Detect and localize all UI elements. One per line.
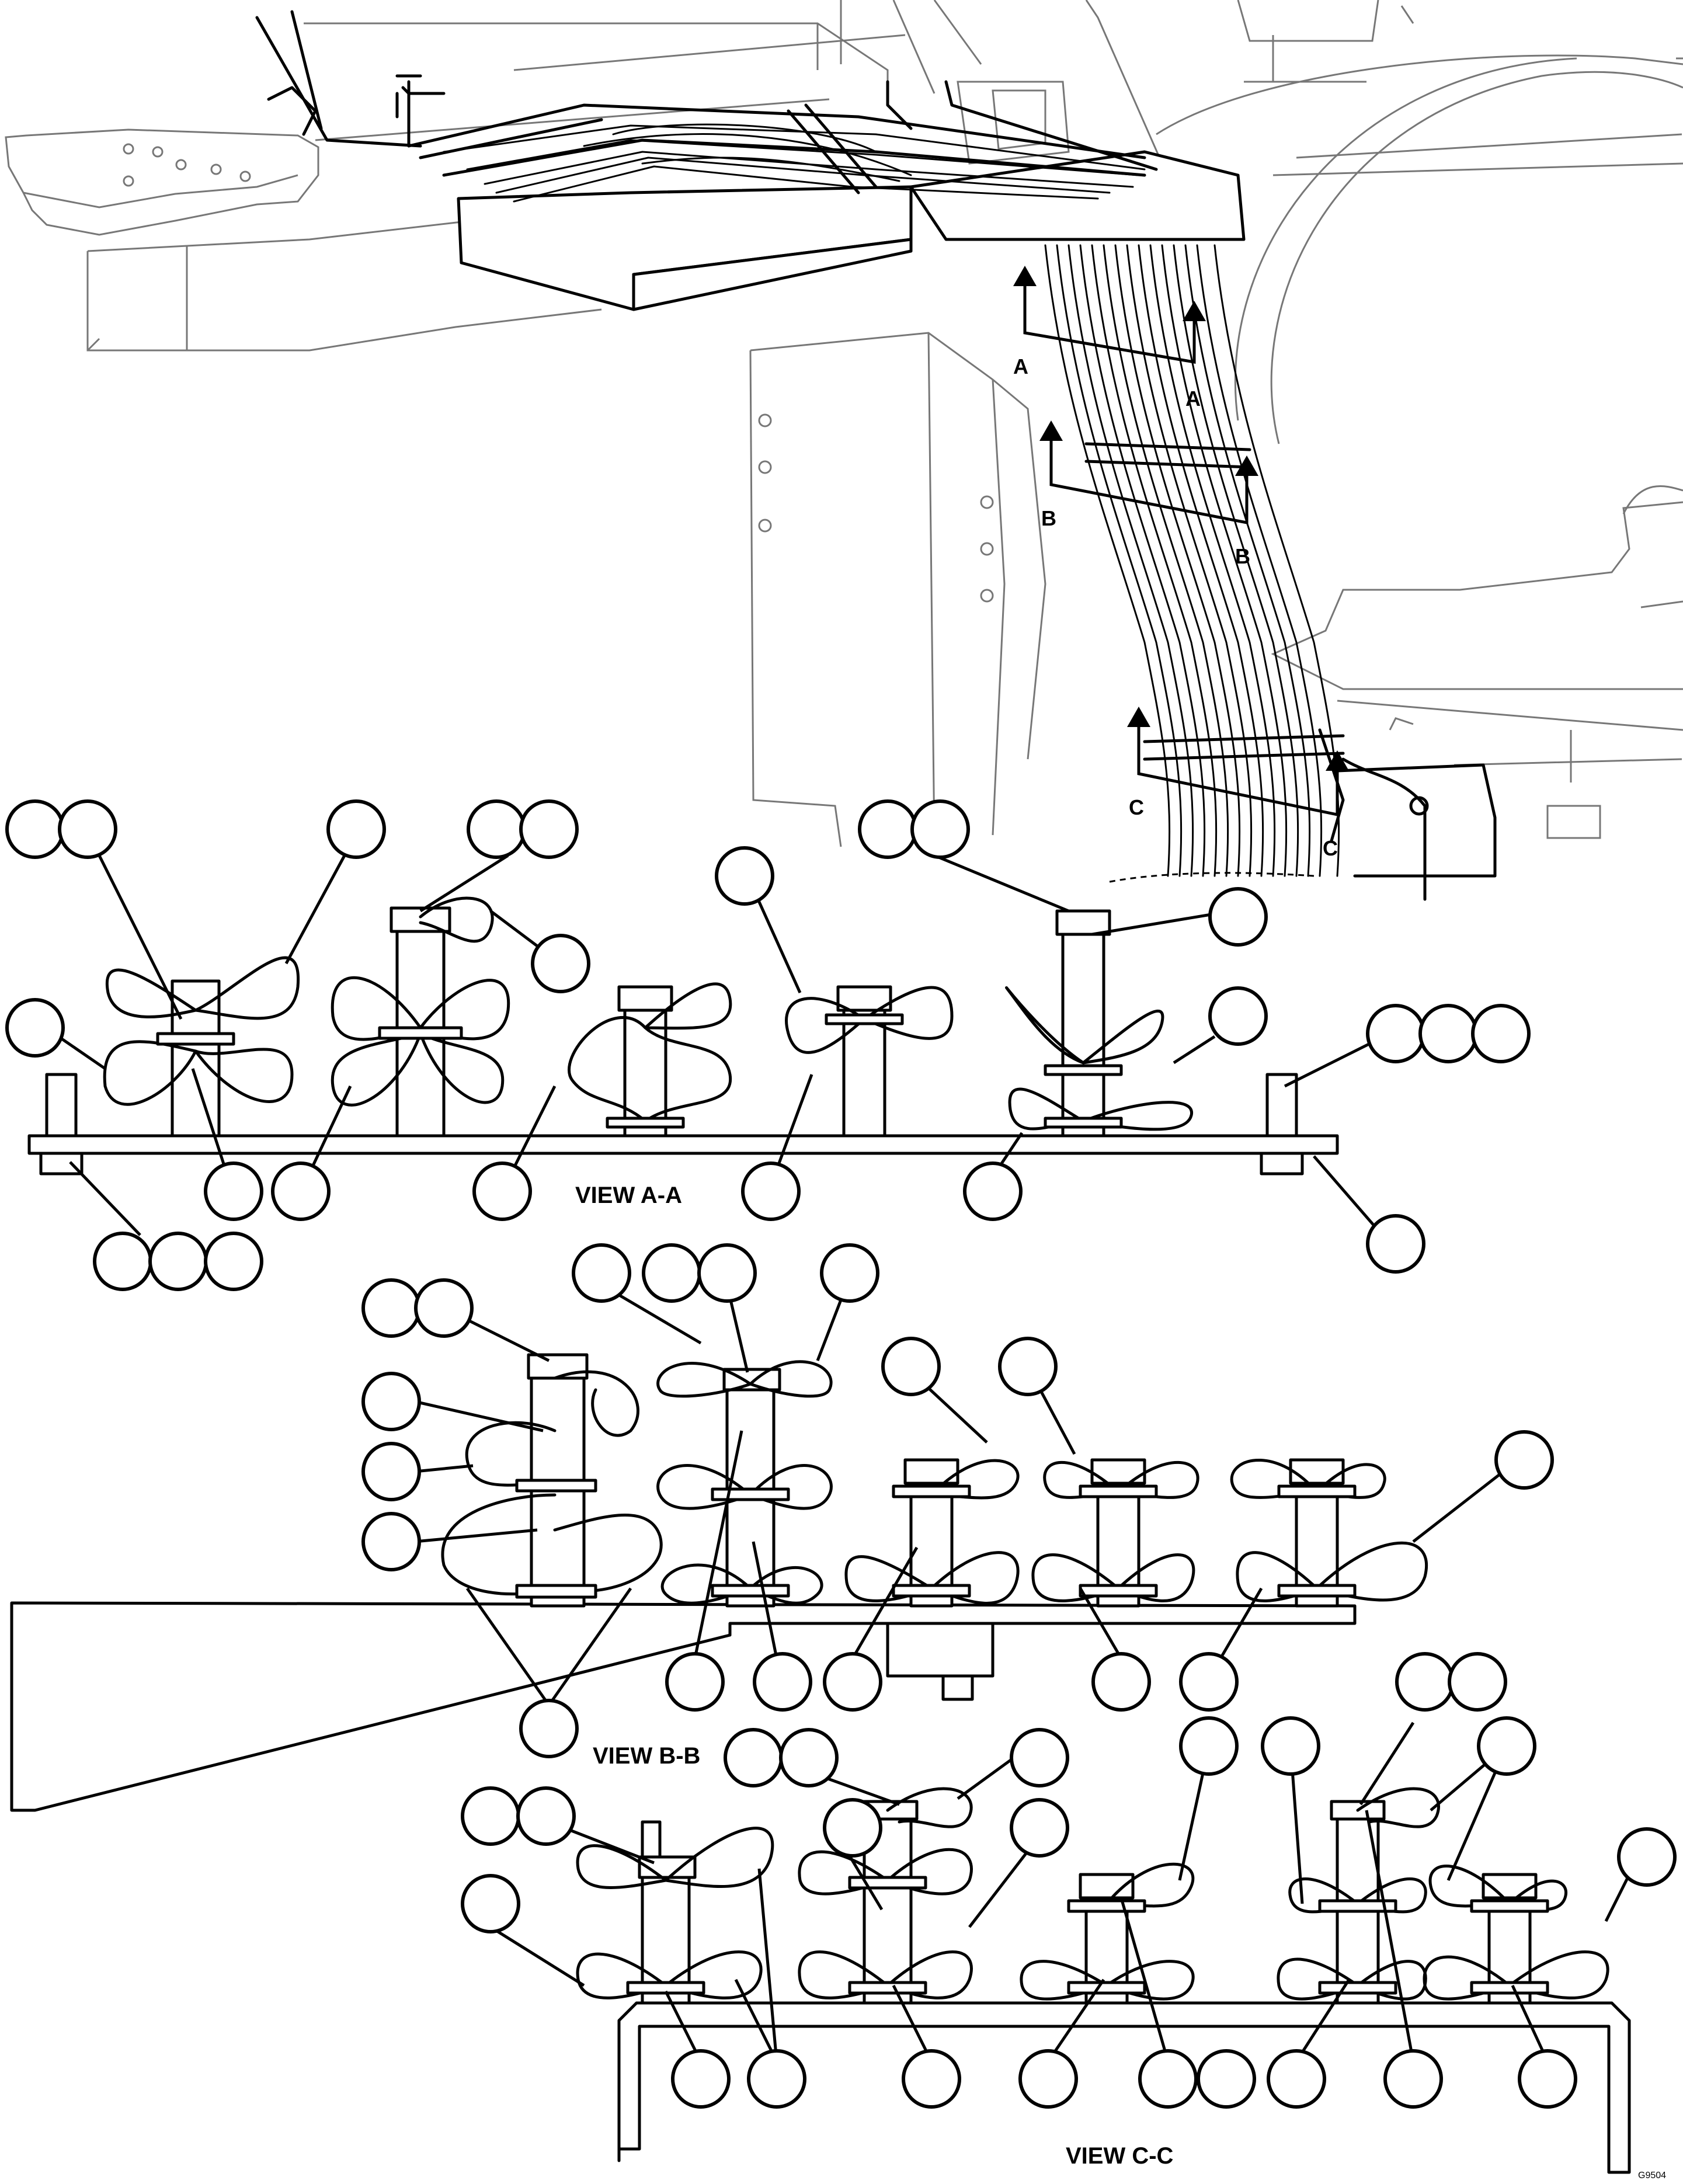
mounting-bar-aa [27, 1134, 1339, 1155]
section-marker-c-right: C [1323, 836, 1338, 860]
clamp-stack-bb-1 [441, 1353, 663, 1608]
clamp-stack-cc-1 [576, 1820, 774, 2005]
nut-aa-right [1260, 1152, 1304, 1176]
view-bb-title: VIEW B-B [593, 1743, 700, 1769]
clamp-stack-cc-5 [1423, 1865, 1609, 2005]
callout-balloons-aa [5, 799, 1531, 1291]
view-cc-section: VIEW C-C [461, 1652, 1677, 2174]
callout-balloons-cc [461, 1652, 1677, 2109]
view-bb-section: VIEW B-B [10, 1243, 1554, 1812]
view-cc-title: VIEW C-C [1066, 2143, 1173, 2169]
clamp-stack-aa-5 [1005, 909, 1193, 1138]
clamp-stack-aa-2 [331, 896, 510, 1138]
section-marker-b-right: B [1235, 544, 1250, 568]
clamp-stack-aa-4 [785, 985, 954, 1138]
clamp-stack-bb-2 [656, 1360, 833, 1608]
clamp-stack-bb-3 [844, 1458, 1020, 1608]
clamp-stack-bb-4 [1031, 1458, 1199, 1608]
clamp-stack-aa-1 [103, 956, 300, 1138]
clamp-stack-cc-3 [1020, 1862, 1195, 2005]
nut-aa-left [39, 1152, 84, 1176]
section-marker-a-left: A [1013, 354, 1028, 378]
view-aa-section: VIEW A-A [5, 799, 1531, 1291]
view-aa-title: VIEW A-A [575, 1183, 682, 1208]
clamp-stack-bb-5 [1230, 1458, 1428, 1608]
bolt-aa-left [45, 1073, 78, 1138]
section-marker-c-left: C [1129, 795, 1144, 819]
clamp-stack-cc-2 [798, 1787, 973, 2005]
clamp-stack-aa-3 [568, 982, 732, 1138]
section-marker-b-left: B [1041, 506, 1056, 530]
mounting-bracket-bb [10, 1601, 1357, 1812]
callout-balloons-bb [361, 1243, 1554, 1758]
section-marker-a-right: A [1185, 387, 1201, 411]
bolt-aa-right [1265, 1073, 1298, 1138]
drawing-code: G9504 [1638, 2171, 1666, 2180]
machine-assembly-view: A A B B C C [5, 0, 1683, 901]
